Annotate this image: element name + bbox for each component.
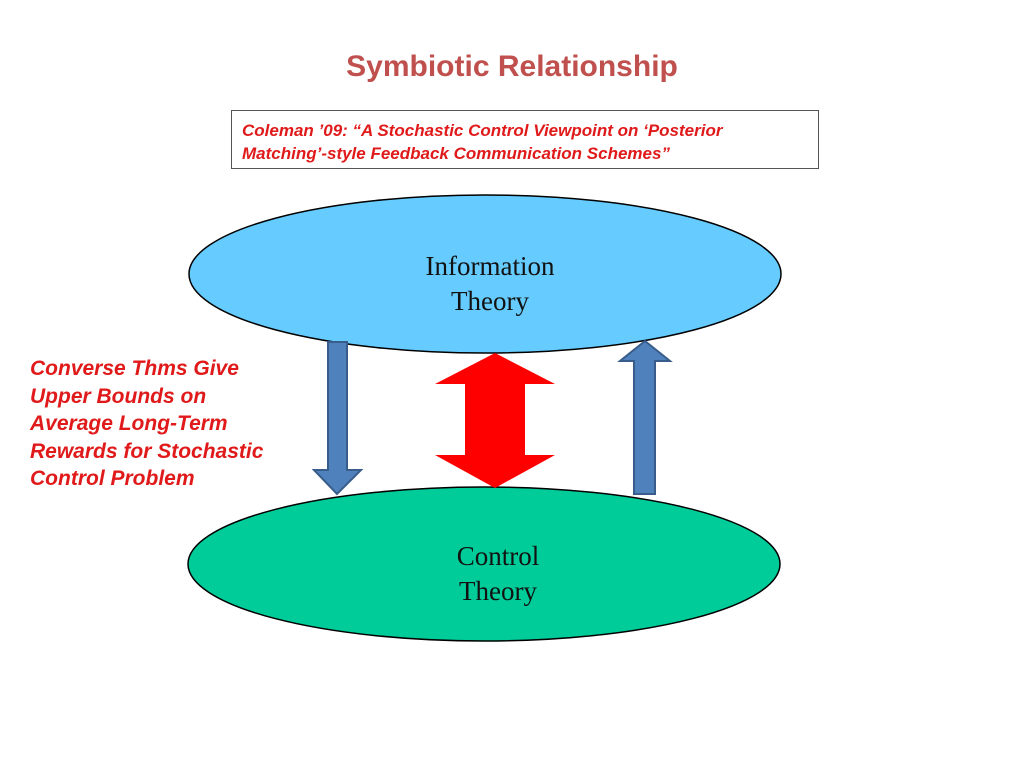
citation-box: Coleman ’09: “A Stochastic Control Viewp… (231, 110, 819, 169)
note-line: Control Problem (30, 467, 195, 490)
down-arrow-icon (311, 341, 364, 496)
note-line: Converse Thms Give (30, 357, 239, 380)
citation-line-2: Matching’-style Feedback Communication S… (242, 144, 670, 163)
control-theory-line-1: Control (456, 541, 540, 571)
note-line: Average Long-Term (30, 412, 228, 435)
information-theory-line-2: Theory (451, 286, 529, 316)
control-theory-line-2: Theory (459, 576, 537, 606)
control-theory-label: Control Theory (393, 539, 603, 609)
page-title: Symbiotic Relationship (346, 50, 678, 83)
information-theory-line-1: Information (425, 251, 555, 281)
information-theory-label: Information Theory (385, 249, 595, 319)
up-arrow-icon (617, 339, 673, 495)
information-theory-ellipse (188, 194, 782, 354)
note-line: Upper Bounds on (30, 384, 207, 408)
bidirectional-arrow-icon (435, 353, 555, 488)
citation-line-1: Coleman ’09: “A Stochastic Control Viewp… (242, 121, 723, 140)
control-theory-ellipse (187, 486, 781, 642)
note-line: Rewards for Stochastic (30, 439, 264, 463)
converse-theorems-note: Converse Thms Give Upper Bounds on Avera… (30, 355, 330, 493)
